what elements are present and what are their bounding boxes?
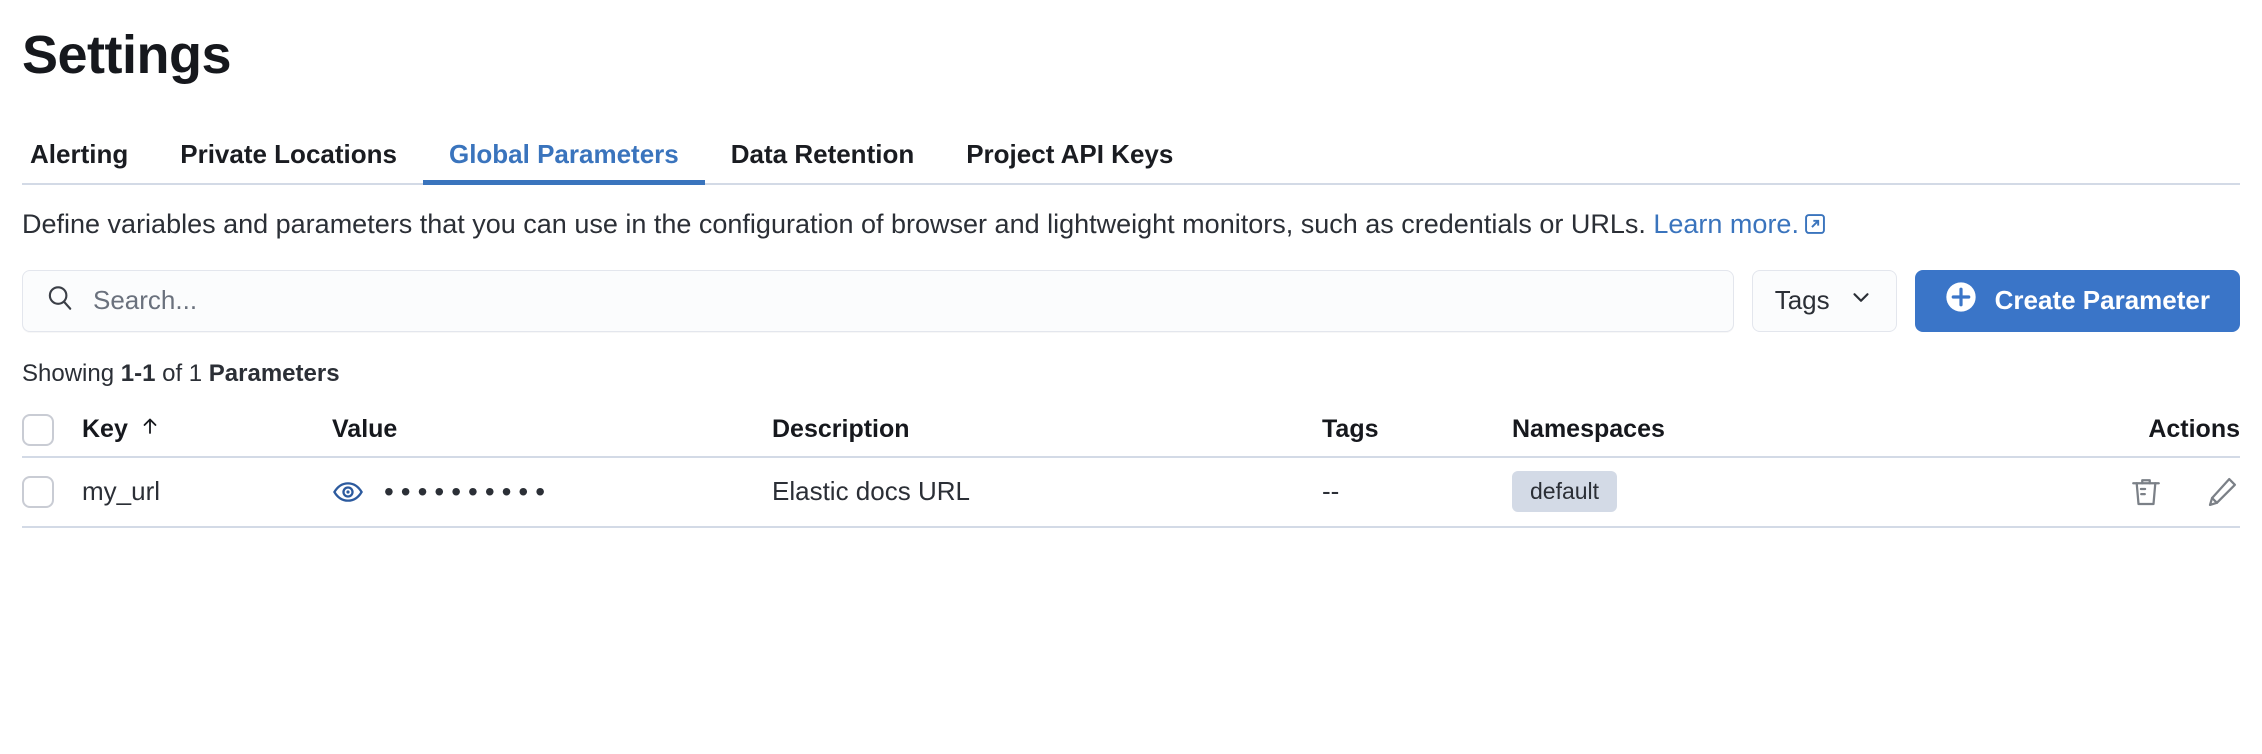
namespace-badge: default <box>1512 471 1618 513</box>
eye-icon[interactable] <box>332 476 364 508</box>
column-tags[interactable]: Tags <box>1322 415 1512 444</box>
plus-circle-icon <box>1945 281 1977 320</box>
column-description[interactable]: Description <box>772 415 1322 444</box>
cell-namespaces: default <box>1512 471 2040 513</box>
results-range: 1-1 <box>120 359 156 387</box>
tab-project-api-keys[interactable]: Project API Keys <box>966 139 1174 170</box>
column-value[interactable]: Value <box>332 415 772 444</box>
table-row: my_url •••••••••• Elastic docs URL -- de… <box>22 458 2240 528</box>
results-prefix: Showing <box>22 359 121 387</box>
arrow-up-icon <box>138 414 162 445</box>
column-key[interactable]: Key <box>82 414 332 445</box>
external-link-icon <box>1804 209 1826 244</box>
tags-filter-label: Tags <box>1774 285 1830 316</box>
table-header-row: Key Value Description Tags Namespaces <box>22 404 2240 458</box>
learn-more-label: Learn more. <box>1653 209 1799 240</box>
tab-data-retention[interactable]: Data Retention <box>730 139 915 170</box>
tab-global-parameters[interactable]: Global Parameters <box>422 141 705 186</box>
settings-tabs: Alerting Private Locations Global Parame… <box>22 123 2240 186</box>
select-all-cell <box>22 413 82 446</box>
column-namespaces[interactable]: Namespaces <box>1512 415 2040 444</box>
cell-actions <box>2040 474 2240 510</box>
tab-private-locations[interactable]: Private Locations <box>180 139 397 170</box>
page-description: Define variables and parameters that you… <box>22 207 2240 244</box>
column-key-label: Key <box>82 415 128 444</box>
cell-key: my_url <box>82 476 161 507</box>
search-icon <box>45 283 75 318</box>
column-description-label: Description <box>772 415 910 444</box>
controls-row: Tags Create Parameter <box>22 269 2240 332</box>
results-middle: of 1 <box>155 359 209 387</box>
column-namespaces-label: Namespaces <box>1512 415 1665 444</box>
learn-more-link[interactable]: Learn more. <box>1653 209 1826 239</box>
trash-icon[interactable] <box>2128 474 2164 510</box>
row-select-cell <box>22 475 82 508</box>
tab-alerting[interactable]: Alerting <box>30 139 129 170</box>
create-parameter-label: Create Parameter <box>1994 285 2210 316</box>
results-count: Showing 1-1 of 1 Parameters <box>22 359 2240 387</box>
page-title: Settings <box>22 25 232 85</box>
cell-description: Elastic docs URL <box>772 476 970 507</box>
description-text: Define variables and parameters that you… <box>22 209 1654 240</box>
column-value-label: Value <box>332 415 398 444</box>
chevron-down-icon <box>1848 284 1874 317</box>
column-actions: Actions <box>2040 415 2240 444</box>
cell-tags: -- <box>1322 476 1340 507</box>
column-actions-label: Actions <box>2148 415 2240 444</box>
tags-filter-button[interactable]: Tags <box>1751 269 1897 332</box>
search-input[interactable] <box>93 285 1711 317</box>
column-tags-label: Tags <box>1322 415 1379 444</box>
cell-value: •••••••••• <box>332 476 772 508</box>
create-parameter-button[interactable]: Create Parameter <box>1914 269 2240 332</box>
select-all-checkbox[interactable] <box>22 413 54 446</box>
search-box[interactable] <box>22 269 1734 332</box>
parameters-table: Key Value Description Tags Namespaces <box>22 404 2240 528</box>
results-noun: Parameters <box>208 359 340 387</box>
pencil-icon[interactable] <box>2204 474 2240 510</box>
cell-value-masked: •••••••••• <box>384 475 553 507</box>
row-select-checkbox[interactable] <box>22 475 54 508</box>
